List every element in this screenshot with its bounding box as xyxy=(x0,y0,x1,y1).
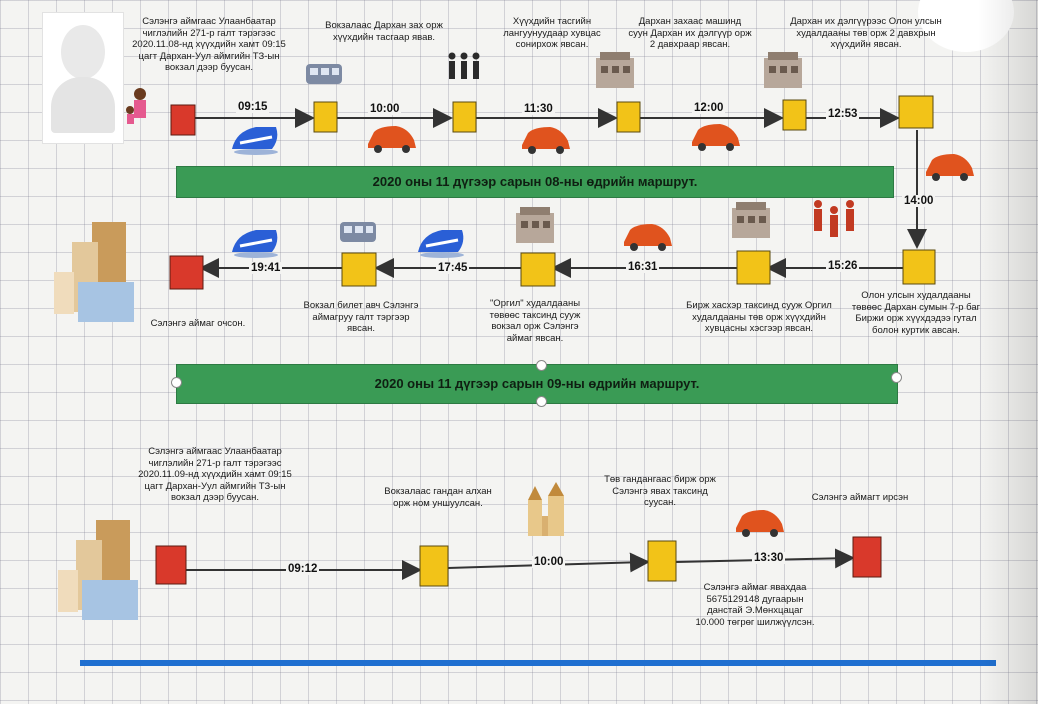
time-label: 12:00 xyxy=(692,102,726,114)
time-label: 16:31 xyxy=(626,261,660,273)
time-label: 12:53 xyxy=(826,108,860,120)
time-label: 17:45 xyxy=(436,262,470,274)
time-label: 11:30 xyxy=(522,103,555,115)
stop-node xyxy=(341,252,377,287)
end-node xyxy=(169,255,204,290)
train-icon xyxy=(232,230,278,258)
market-icon xyxy=(764,52,802,88)
people-icon xyxy=(814,200,854,237)
market-icon xyxy=(596,52,634,88)
selection-handle[interactable] xyxy=(536,396,547,407)
node-description: Вокзал билет авч Сэлэнгэ аймагруу галт т… xyxy=(303,300,419,334)
selection-handle[interactable] xyxy=(536,360,547,371)
market-icon xyxy=(516,207,554,243)
time-label: 10:00 xyxy=(368,103,402,115)
start-node xyxy=(170,104,196,136)
train-icon xyxy=(418,230,464,258)
day1-route-banner: 2020 оны 11 дүгээр сарын 08-ны өдрийн ма… xyxy=(176,166,894,198)
node-description: Сэлэнгэ аймгаас Улаанбаатар чиглэлийн 27… xyxy=(132,16,286,73)
car-icon xyxy=(522,127,570,154)
bottom-rule xyxy=(80,660,996,666)
stop-node xyxy=(616,101,641,133)
stop-node xyxy=(520,252,556,287)
photo-placeholder-icon xyxy=(42,12,124,144)
time-label: 14:00 xyxy=(902,195,936,207)
node-description: Сэлэнгэ аймагт ирсэн xyxy=(811,492,909,503)
bus-icon xyxy=(306,64,342,84)
bus-icon xyxy=(340,222,376,242)
stop-node xyxy=(419,545,449,587)
stop-node xyxy=(313,101,338,133)
stop-node xyxy=(898,95,934,129)
stop-node xyxy=(647,540,677,582)
people-icon xyxy=(126,88,146,124)
car-icon xyxy=(368,126,416,153)
end-node xyxy=(852,536,882,578)
train-icon xyxy=(232,127,278,155)
car-icon xyxy=(926,154,974,181)
node-description: Төв гандангаас бирж орж Сэлэнгэ явах так… xyxy=(604,474,716,508)
city-icon xyxy=(58,520,138,620)
time-label: 09:12 xyxy=(286,563,320,575)
stop-node xyxy=(452,101,477,133)
time-label: 15:26 xyxy=(826,260,860,272)
node-description: Дархан их дэлгүүрээс Олон улсын худалдаа… xyxy=(790,16,942,50)
node-description: Вокзалаас гандан алхан орж ном уншуулсан… xyxy=(384,486,492,509)
start-node xyxy=(155,545,187,585)
selection-handle[interactable] xyxy=(171,377,182,388)
car-icon xyxy=(692,124,740,151)
node-description: Сэлэнгэ аймаг явахдаа 5675129148 дугаары… xyxy=(695,582,815,628)
time-label: 19:41 xyxy=(249,262,283,274)
time-label: 10:00 xyxy=(532,556,566,568)
selection-handle[interactable] xyxy=(891,372,902,383)
stop-node xyxy=(902,249,936,285)
temple-icon xyxy=(528,482,564,536)
node-description: Хүүхдийн тасгийн лангуунуудаар хувцас со… xyxy=(503,16,601,50)
car-icon xyxy=(624,224,672,251)
car-icon xyxy=(736,510,784,537)
node-description: Олон улсын худалдааны төвөөс Дархан сумы… xyxy=(851,290,981,336)
city-icon xyxy=(54,222,134,322)
node-description: Сэлэнгэ аймгаас Улаанбаатар чиглэлийн 27… xyxy=(138,446,292,503)
people-icon xyxy=(448,52,480,79)
stop-node xyxy=(782,99,807,131)
stop-node xyxy=(736,250,771,285)
node-description: Бирж хасхэр таксинд сууж Оргил худалдаан… xyxy=(686,300,832,334)
market-icon xyxy=(732,202,770,238)
node-description: "Оргил" худалдааны төвөөс таксинд сууж в… xyxy=(489,298,581,344)
node-description: Дархан захаас машинд суун Дархан их дэлг… xyxy=(628,16,752,50)
time-label: 13:30 xyxy=(752,552,786,564)
node-description: Вокзалаас Дархан зах орж хүүхдийн тасгаа… xyxy=(325,20,443,43)
node-description: Сэлэнгэ аймаг очсон. xyxy=(150,318,246,329)
time-label: 09:15 xyxy=(236,101,270,113)
